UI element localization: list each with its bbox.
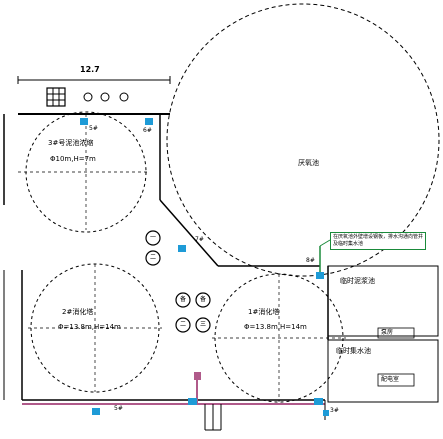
- equipment-circles: [145, 230, 211, 333]
- marker-5-top-label: 5#: [89, 125, 98, 132]
- dimension-label: 12.7: [80, 65, 100, 74]
- blue-markers: [80, 118, 329, 416]
- anaerobic-pool: [166, 3, 440, 277]
- circle-label-6: 三: [200, 321, 207, 328]
- anaerobic-pool-name: 厌氧池: [298, 159, 319, 167]
- digester-2-spec: Φ=13.8m,H=14m: [58, 323, 121, 331]
- sludge-thickener-spec: Φ10m,H=7m: [50, 155, 96, 163]
- circle-label-4: 备: [200, 296, 207, 303]
- digester-1-spec: Φ=13.8m,H=14m: [244, 323, 307, 331]
- circle-label-2: 二: [150, 254, 157, 261]
- equipment-box-2: 配电室: [381, 376, 400, 383]
- marker-3-label: 3#: [330, 407, 339, 414]
- dimension-line: [17, 76, 171, 115]
- sludge-thickener-tank: [18, 111, 150, 233]
- digester-2-name: 2#消化塔: [62, 308, 94, 316]
- sludge-thickener-name: 3#号泥池浓缩: [48, 139, 94, 147]
- drain-pipe: [319, 239, 331, 274]
- marker-8-label: 8#: [306, 257, 315, 264]
- temp-collection-pool-name: 临时集水池: [336, 347, 371, 355]
- digester-1-tank: [212, 273, 346, 403]
- temp-sludge-pool: [327, 265, 439, 337]
- temp-sludge-pool-name: 临时泥浆池: [340, 277, 375, 285]
- marker-7-label: 7#: [195, 236, 204, 243]
- bottom-pipe: [22, 372, 326, 431]
- circle-label-1: 一: [150, 234, 157, 241]
- building-block: [46, 87, 129, 107]
- circle-label-3: 备: [180, 296, 187, 303]
- temp-collection-pool: [327, 339, 439, 403]
- digester-2-tank: [28, 263, 162, 393]
- marker-6-label: 6#: [143, 127, 152, 134]
- callout-note: 在厌氧池外壁增设钢板，排水沟通向管井及临时集水池: [330, 232, 426, 250]
- marker-5-bottom-label: 5#: [114, 405, 123, 412]
- circle-label-5: 二: [180, 321, 187, 328]
- equipment-box-1: 泵房: [381, 329, 394, 336]
- digester-1-name: 1#消化塔: [248, 308, 280, 316]
